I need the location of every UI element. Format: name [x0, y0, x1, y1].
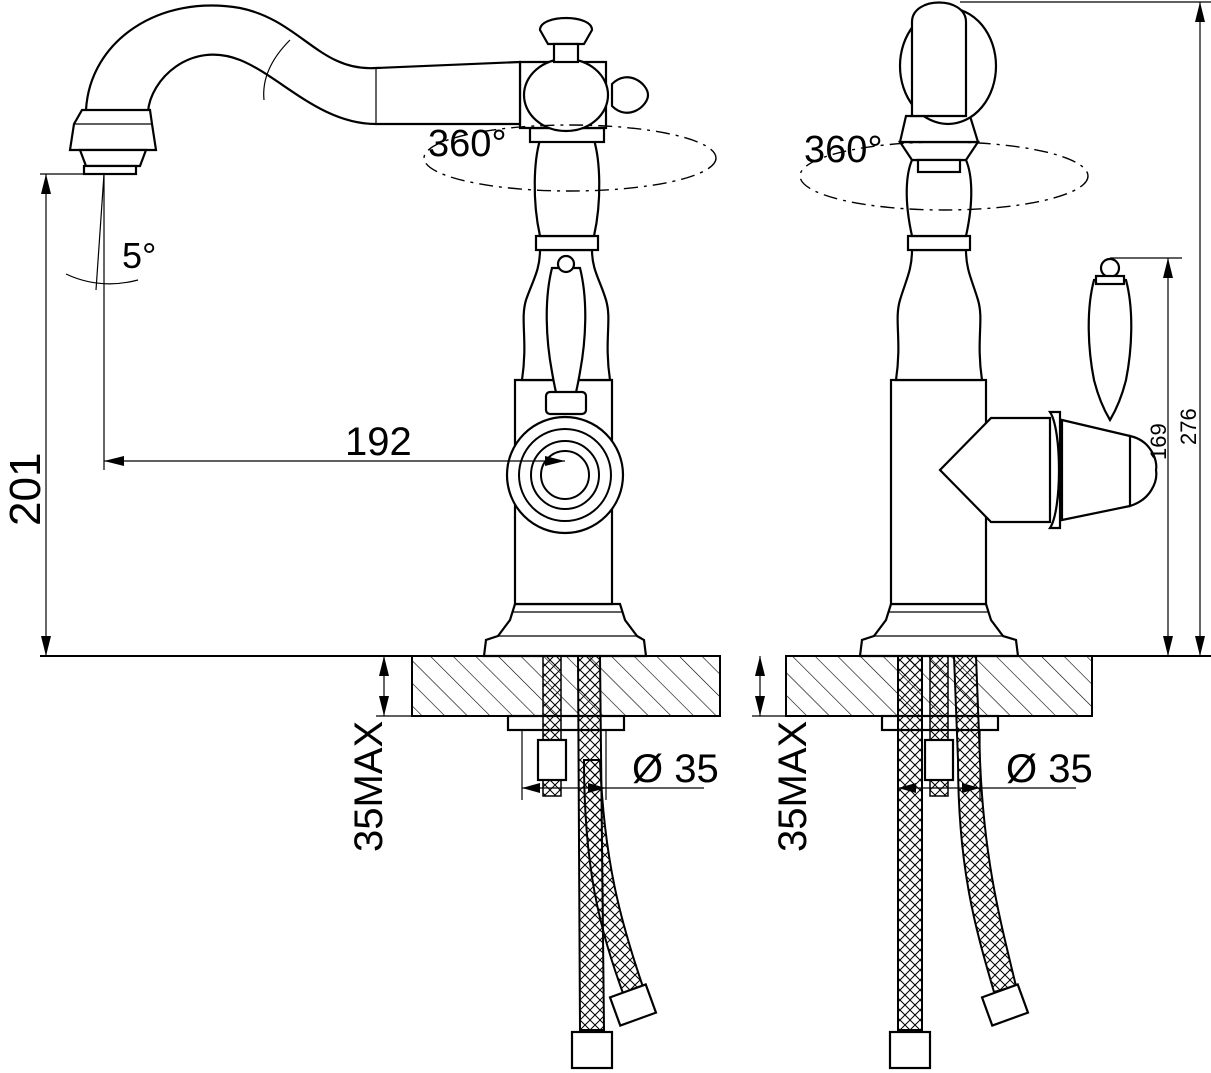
- front-hole-label: Ø 35: [1006, 747, 1093, 791]
- side-height-label: 201: [1, 453, 50, 526]
- side-rotation-label: 360°: [428, 123, 507, 165]
- side-countertop: [40, 655, 721, 717]
- side-base: [482, 602, 648, 658]
- side-thickness-label: 35MAX: [347, 721, 391, 852]
- front-base: [858, 602, 1020, 658]
- front-rotation-label: 360°: [804, 129, 883, 171]
- front-view: 360° 169 276 Ø 35: [752, 1, 1211, 1070]
- side-angle-marker: [65, 173, 139, 470]
- side-view: 360° 5° 192 201: [1, 4, 721, 1070]
- side-reach-label: 192: [345, 420, 412, 464]
- side-height-dimension: [40, 173, 120, 656]
- front-total-height-label: 276: [1176, 408, 1201, 445]
- front-thickness-label: 35MAX: [771, 721, 815, 852]
- front-lever-handle: [1087, 257, 1133, 423]
- front-total-height-dimension: [960, 1, 1211, 656]
- side-reach-dimension: [104, 456, 565, 466]
- side-hoses: [570, 655, 658, 1070]
- front-countertop: [785, 655, 1211, 717]
- front-spout: [898, 1, 998, 126]
- side-thickness-dimension: [376, 656, 412, 717]
- side-rotation-ellipse: [423, 124, 717, 192]
- front-body: [889, 114, 988, 606]
- side-angle-label: 5°: [122, 235, 156, 276]
- side-spout-head: [518, 16, 650, 133]
- side-cartridge-cap: [505, 415, 625, 535]
- side-aerator: [68, 108, 158, 176]
- front-handle-height-dimension: [1110, 257, 1182, 656]
- side-hole-label: Ø 35: [632, 747, 719, 791]
- side-spout: [84, 4, 522, 126]
- front-handle-height-label: 169: [1146, 423, 1171, 460]
- front-hoses: [888, 655, 1030, 1070]
- front-thickness-dimension: [752, 656, 786, 717]
- side-lever-handle: [544, 254, 588, 416]
- front-rotation-ellipse: [799, 141, 1089, 211]
- front-cartridge: [938, 410, 1158, 530]
